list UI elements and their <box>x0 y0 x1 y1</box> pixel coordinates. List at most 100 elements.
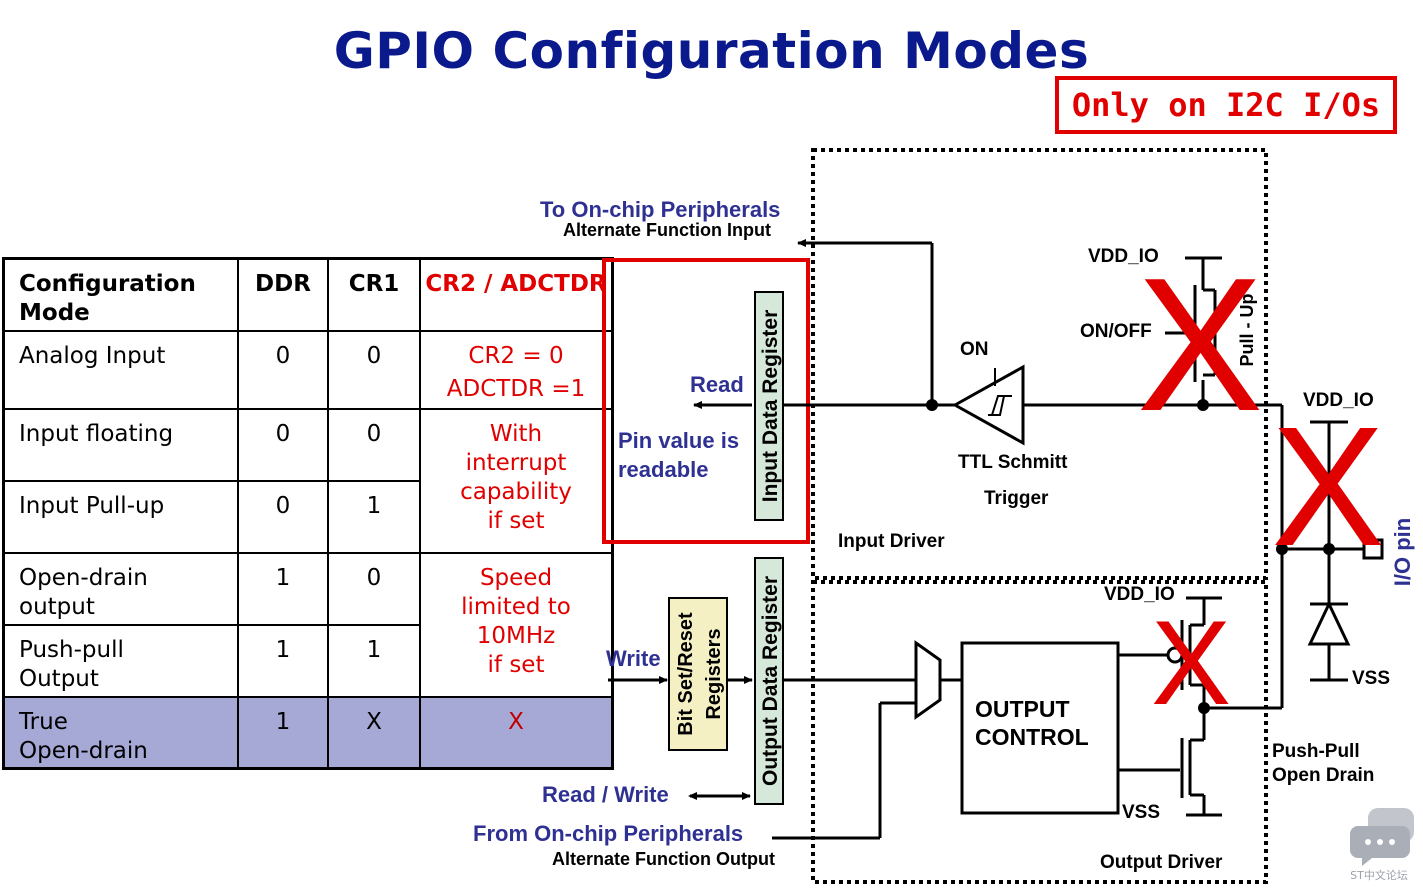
mode-line: True <box>19 708 68 735</box>
cr2-value: CR2 = 0 <box>468 342 564 369</box>
header-ddr: DDR <box>237 257 329 332</box>
input-data-register-label: Input Data Register <box>759 310 782 503</box>
junction-dot <box>1276 543 1288 555</box>
configuration-table: Configuration Mode DDR CR1 CR2 / ADCTDR … <box>2 257 614 770</box>
ddr-cell: 0 <box>237 329 329 410</box>
junction-dot <box>1323 543 1335 555</box>
ddr-cell: 1 <box>237 695 329 770</box>
page-title: GPIO Configuration Modes <box>333 22 1090 80</box>
table-row: Open-drain output 1 0 Speed limited to 1… <box>2 551 614 698</box>
protection-cross-mark: X <box>1271 392 1384 582</box>
cr1-cell: 1 <box>327 623 421 698</box>
on-label: ON <box>960 339 989 360</box>
pull-up-cross-mark: X <box>1137 239 1264 451</box>
output-data-register <box>754 557 784 805</box>
cr1-cell: 0 <box>327 329 421 410</box>
read-label: Read <box>690 372 744 397</box>
merged-text-line: if set <box>487 651 545 678</box>
watermark-text: ST中文论坛 <box>1350 868 1408 882</box>
pull-up-label: Pull - Up <box>1237 294 1257 367</box>
cr1-cell: 0 <box>327 551 421 626</box>
vdd-io-pullup-label: VDD_IO <box>1088 246 1159 267</box>
output-driver-label: Output Driver <box>1100 852 1223 873</box>
adctdr-value: ADCTDR =1 <box>446 375 586 402</box>
write-label: Write <box>606 646 661 671</box>
ddr-cell: 1 <box>237 551 329 626</box>
schmitt-trigger <box>951 364 1025 446</box>
io-pin-pad <box>1362 538 1384 560</box>
ddr-cell: 0 <box>237 479 329 554</box>
mode-line: Open-drain <box>19 564 148 591</box>
esd-diode <box>1307 600 1351 646</box>
mode-cell: True Open-drain <box>2 695 239 770</box>
i2c-only-note: Only on I2C I/Os <box>1055 76 1397 134</box>
cr2-cell: X <box>419 695 614 770</box>
i2c-only-note-text: Only on I2C I/Os <box>1071 86 1381 124</box>
mode-cell: Push-pull Output <box>2 623 239 698</box>
header-cr2-adctdr: CR2 / ADCTDR <box>419 257 614 332</box>
pin-value-label: Pin value is <box>618 428 739 453</box>
vss-output-label: VSS <box>1122 802 1160 823</box>
input-register-highlight <box>602 258 810 544</box>
bit-set-reset-label: Bit Set/Reset <box>675 612 697 736</box>
on-off-label: ON/OFF <box>1080 321 1152 342</box>
table-row: Push-pull Output 1 1 <box>2 623 613 698</box>
merged-text-line: limited to <box>461 593 571 620</box>
junction-dot <box>1197 399 1209 411</box>
cr1-cell: 0 <box>327 407 421 482</box>
bit-set-reset-registers <box>668 597 728 751</box>
cr1-cell: X <box>327 695 421 770</box>
output-driver-box <box>811 580 1268 884</box>
trigger-label: Trigger <box>984 488 1049 509</box>
read-write-label: Read / Write <box>542 782 669 807</box>
input-driver-box <box>811 148 1268 580</box>
alternate-function-output-label: Alternate Function Output <box>552 849 775 869</box>
ttl-schmitt-label: TTL Schmitt <box>958 452 1068 473</box>
junction-dot <box>1198 702 1210 714</box>
input-driver-label: Input Driver <box>838 531 945 552</box>
mode-cell: Open-drain output <box>2 551 239 626</box>
from-onchip-peripherals-label: From On-chip Peripherals <box>473 821 743 846</box>
output-control-block <box>960 641 1120 815</box>
merged-text-line: interrupt <box>465 449 567 476</box>
merged-text-line: if set <box>487 507 545 534</box>
junction-dot <box>926 399 938 411</box>
table-row: Analog Input 0 0 CR2 = 0 ADCTDR =1 <box>2 329 614 410</box>
vdd-io-pin-label: VDD_IO <box>1303 390 1374 411</box>
merged-text-line: Speed <box>479 564 553 591</box>
mode-line: Push-pull <box>19 636 124 663</box>
hysteresis-icon <box>988 395 1012 416</box>
mode-line: output <box>19 593 95 620</box>
mode-line: Output <box>19 665 99 692</box>
output-wiring <box>608 405 1284 840</box>
mode-cell: Input Pull-up <box>2 479 239 554</box>
readable-label: readable <box>618 457 709 482</box>
mode-cell: Input floating <box>2 407 239 482</box>
speed-limit-cell: Speed limited to 10MHz if set <box>419 551 614 698</box>
cr1-cell: 1 <box>327 479 421 554</box>
header-cr1: CR1 <box>327 257 421 332</box>
merged-text-line: With <box>489 420 543 447</box>
table-row: Input floating 0 0 With interrupt capabi… <box>2 407 614 554</box>
open-drain-label: Open Drain <box>1272 765 1374 786</box>
push-pull-label: Push-Pull <box>1272 741 1360 762</box>
table-row: Input Pull-up 0 1 <box>2 479 613 554</box>
output-data-register-label: Output Data Register <box>759 576 782 786</box>
output-multiplexer <box>914 640 942 720</box>
input-data-register <box>754 291 784 521</box>
pmos-gate-bubble <box>1166 646 1184 664</box>
table-row-highlighted: True Open-drain 1 X X <box>2 695 614 770</box>
vss-pin-label: VSS <box>1352 668 1390 689</box>
interrupt-capability-cell: With interrupt capability if set <box>419 407 614 554</box>
output-control-label: OUTPUT <box>975 696 1070 722</box>
control-label: CONTROL <box>975 724 1089 750</box>
to-onchip-peripherals-label: To On-chip Peripherals <box>540 197 780 222</box>
mode-cell: Analog Input <box>2 329 239 410</box>
mode-line: Open-drain <box>19 737 148 764</box>
forum-logo-icon <box>1350 808 1414 866</box>
io-pin-label: I/O pin <box>1390 518 1415 586</box>
nmos-transistor <box>1180 738 1222 817</box>
alternate-function-input-label: Alternate Function Input <box>563 220 771 240</box>
cr2-cell: CR2 = 0 ADCTDR =1 <box>419 329 614 410</box>
